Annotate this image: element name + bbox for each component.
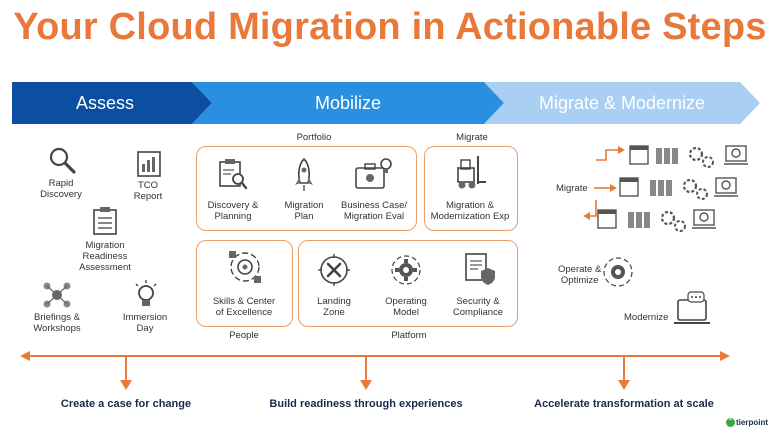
monitor-search-icon [724,145,748,165]
logo-text: tierpoint [736,418,768,427]
clipboard-search-icon [219,159,248,190]
monitor-search-icon [692,209,716,229]
tierpoint-logo: ⌃tierpoint [726,418,768,428]
mm-migrate-label: Migrate [556,183,588,194]
landing-target-icon [318,254,350,286]
slide-title: Your Cloud Migration in Actionable Steps [13,6,767,48]
laptop-chat-icon [674,291,710,324]
platform-item-security-compliance: Security &Compliance [452,296,504,318]
people-network-icon [43,282,71,308]
report-icon [137,151,161,177]
group-label-platform: Platform [391,330,427,341]
group-label-portfolio: Portfolio [296,132,332,143]
briefcase-gear-icon [355,158,392,189]
logo-mark-icon: ⌃ [726,418,735,428]
document-shield-icon [465,253,495,285]
portfolio-item-discovery-planning: Discovery &Planning [207,200,259,222]
optimize-gear-icon [603,257,633,287]
bottom-caption-build-readiness: Build readiness through experiences [269,398,463,410]
calendar-icon [619,177,639,197]
phase-label-migrate-modernize: Migrate & Modernize [538,93,706,113]
chevron-assess [12,82,212,124]
chevron-migrate-modernize [484,82,760,124]
assess-item-briefings-workshops: Briefings &Workshops [33,312,81,334]
gear-cycle-icon [391,255,421,285]
forklift-icon [457,156,486,189]
calendar-icon [597,209,617,229]
database-icon [628,212,650,228]
bottom-caption-accelerate: Accelerate transformation at scale [534,398,714,410]
calendar-icon [629,145,649,165]
group-label-people: People [229,330,259,341]
people-box [196,240,293,327]
mm-modernize-label: Modernize [624,312,669,323]
database-icon [650,180,672,196]
migrate-item-migration-modernization: Migration &Modernization Exp [430,200,510,222]
database-icon [656,148,678,164]
target-cycle-icon [229,251,261,283]
rocket-icon [295,158,313,191]
checklist-icon [93,207,117,235]
portfolio-item-business-case: Business Case/Migration Eval [340,200,407,222]
gears-icon [682,178,708,200]
migrate-box [424,146,518,231]
gears-icon [688,146,714,168]
magnifier-icon [49,147,76,174]
lightbulb-icon [135,280,157,306]
phase-label-assess: Assess [75,93,135,113]
mm-operate-optimize-label: Operate &Optimize [558,264,602,286]
gears-icon [660,210,686,232]
monitor-search-icon [714,177,738,197]
group-label-migrate: Migrate [456,132,488,143]
chevron-mobilize [192,82,504,124]
bottom-caption-case-for-change: Create a case for change [60,398,192,410]
phase-label-mobilize: Mobilize [314,93,382,113]
